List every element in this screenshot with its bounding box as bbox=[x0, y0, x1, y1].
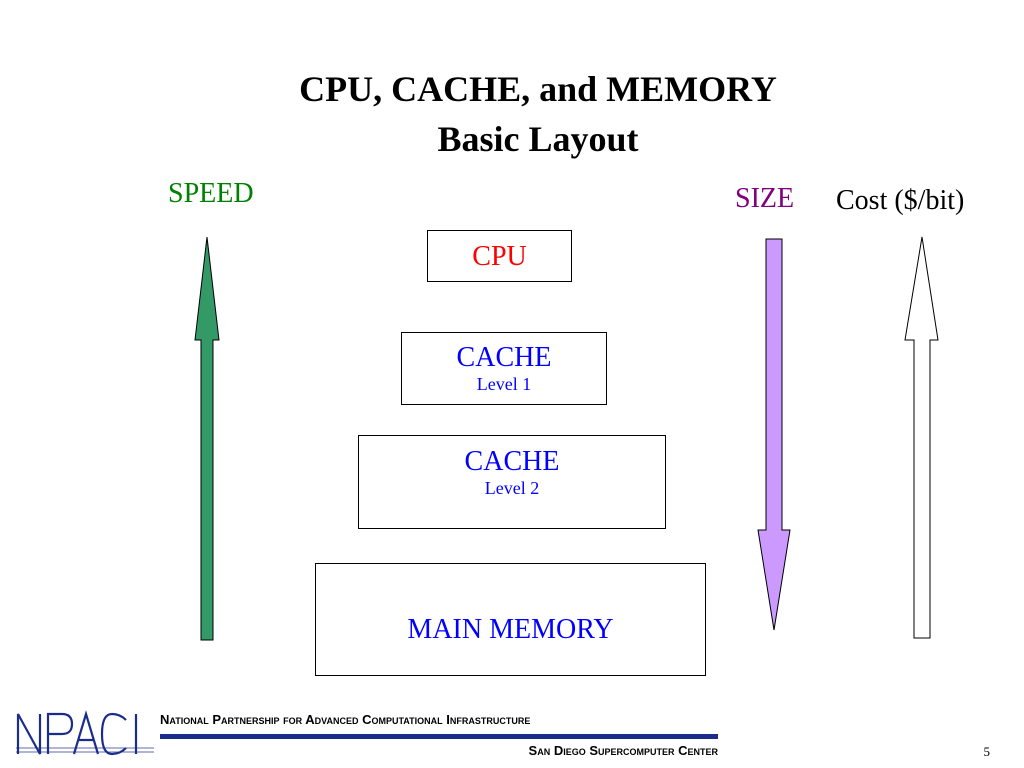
cache-l2-sublabel: Level 2 bbox=[484, 478, 540, 498]
cache-l1-sublabel: Level 1 bbox=[476, 374, 532, 394]
speed-arrow-icon bbox=[194, 236, 220, 641]
footer-divider bbox=[160, 734, 718, 739]
cache-level2-box: CACHE Level 2 bbox=[358, 435, 666, 529]
size-arrow-icon bbox=[757, 238, 791, 631]
cache-l1-label: CACHE bbox=[456, 342, 552, 373]
cpu-label: CPU bbox=[472, 241, 527, 272]
footer-organization: National Partnership for Advanced Comput… bbox=[160, 712, 531, 727]
cpu-box: CPU bbox=[427, 230, 572, 282]
slide-title: CPU, CACHE, and MEMORY bbox=[299, 69, 777, 109]
size-label: SIZE bbox=[735, 183, 795, 214]
footer-center-name: San Diego Supercomputer Center bbox=[528, 743, 718, 758]
speed-label: SPEED bbox=[168, 178, 254, 209]
npaci-logo bbox=[16, 710, 154, 756]
main-memory-label: MAIN MEMORY bbox=[407, 614, 614, 645]
cost-label: Cost ($/bit) bbox=[836, 185, 965, 216]
cost-arrow-icon bbox=[904, 236, 939, 639]
page-number: 5 bbox=[983, 744, 991, 759]
arrows-layer bbox=[194, 236, 939, 641]
main-memory-box: MAIN MEMORY bbox=[315, 563, 706, 676]
cache-l2-label: CACHE bbox=[464, 446, 560, 477]
slide-subtitle: Basic Layout bbox=[437, 119, 639, 159]
cache-level1-box: CACHE Level 1 bbox=[401, 332, 607, 405]
